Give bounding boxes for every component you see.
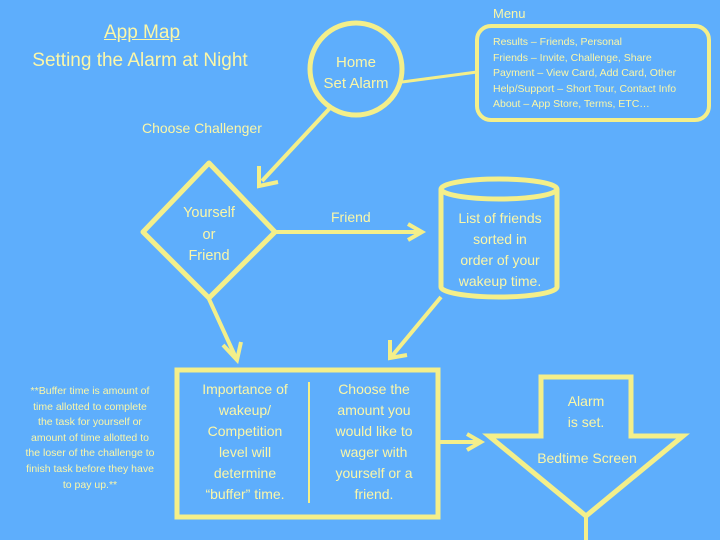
menu-list: Results – Friends, Personal Friends – In… xyxy=(493,35,676,113)
arrow-process-to-alarm-head xyxy=(466,432,486,452)
note-suffix: ** xyxy=(108,478,118,491)
arrow-list-to-process-head xyxy=(388,340,408,361)
home-menu-connector xyxy=(401,70,478,84)
friends-list-line: sorted in xyxy=(473,231,527,247)
arrow-decision-to-list-head xyxy=(407,222,427,242)
menu-title: Menu xyxy=(493,6,526,21)
note-line: the loser of the challenge to xyxy=(25,447,155,460)
buffer-line: determine xyxy=(213,465,277,481)
arrow-home-to-decision-head xyxy=(257,166,279,189)
wager-text: Choose the amount you would like to wage… xyxy=(318,379,430,505)
buffer-line: Competition xyxy=(207,423,283,439)
alarm-label: Alarm is set. xyxy=(532,391,640,433)
arrow-home-to-decision xyxy=(260,106,332,183)
buffer-line: wakeup/ xyxy=(218,402,272,418)
alarm-line-2: is set. xyxy=(567,414,605,430)
buffer-importance-text: Importance of wakeup/ Competition level … xyxy=(186,379,304,505)
decision-line-1: Yourself xyxy=(183,205,235,221)
diagram-subtitle: Setting the Alarm at Night xyxy=(32,50,248,71)
menu-item-friends[interactable]: Friends – Invite, Challenge, Share xyxy=(493,51,652,64)
wager-line: Choose the xyxy=(338,381,410,397)
diagram-title: App Map xyxy=(103,22,181,43)
note-line: the task for yourself or xyxy=(38,416,142,429)
buffer-line: level will xyxy=(218,444,272,460)
note-prefix: ** xyxy=(30,385,39,397)
friends-list-line: List of friends xyxy=(458,210,542,226)
friends-list-cylinder[interactable] xyxy=(438,189,560,300)
decision-diamond[interactable] xyxy=(140,160,278,301)
friend-arrow-label: Friend xyxy=(331,209,371,225)
friends-list-cylinder-top xyxy=(438,176,560,202)
note-line: to pay up.** xyxy=(62,478,118,491)
buffer-note: **Buffer time is amount of time allotted… xyxy=(10,384,170,493)
home-line-2: Set Alarm xyxy=(323,75,389,92)
decision-label: Yourself or Friend xyxy=(160,203,258,268)
arrow-decision-to-process-head xyxy=(221,341,243,365)
choose-challenger-label: Choose Challenger xyxy=(142,120,262,136)
menu-item-results[interactable]: Results – Friends, Personal xyxy=(493,36,622,48)
friends-list-label: List of friends sorted in order of your … xyxy=(444,208,556,292)
menu-item-help-support[interactable]: Help/Support – Short Tour, Contact Info xyxy=(493,82,677,95)
note-line: **Buffer time is amount of xyxy=(30,385,150,397)
buffer-line: “buffer” time. xyxy=(205,486,285,502)
buffer-line: Importance of xyxy=(202,381,288,397)
note-line: amount of time allotted to xyxy=(31,431,149,444)
arrow-list-to-process xyxy=(390,295,443,358)
friends-list-line: order of your xyxy=(460,252,540,268)
decision-line-2: or xyxy=(202,226,216,243)
menu-item-payment[interactable]: Payment – View Card, Add Card, Other xyxy=(493,67,677,79)
wager-line: would like to xyxy=(335,423,413,439)
decision-line-3: Friend xyxy=(188,248,230,264)
wager-line: wager with xyxy=(340,444,408,460)
note-line: time allotted to complete xyxy=(33,400,147,413)
alarm-down-arrow[interactable] xyxy=(482,374,690,520)
friends-list-line: wakeup time. xyxy=(458,273,542,289)
wager-line: yourself or a xyxy=(335,465,413,481)
arrow-decision-to-process xyxy=(207,298,238,359)
alarm-line-1: Alarm xyxy=(567,393,605,409)
bedtime-screen-label: Bedtime Screen xyxy=(537,450,637,466)
wager-line: friend. xyxy=(354,486,394,502)
home-line-1: Home xyxy=(335,54,376,71)
menu-item-about[interactable]: About – App Store, Terms, ETC… xyxy=(493,98,650,110)
note-line: finish task before they have xyxy=(26,462,154,475)
home-circle[interactable] xyxy=(307,20,405,118)
wager-line: amount you xyxy=(337,402,411,418)
home-node-label[interactable]: Home Set Alarm xyxy=(310,52,402,94)
